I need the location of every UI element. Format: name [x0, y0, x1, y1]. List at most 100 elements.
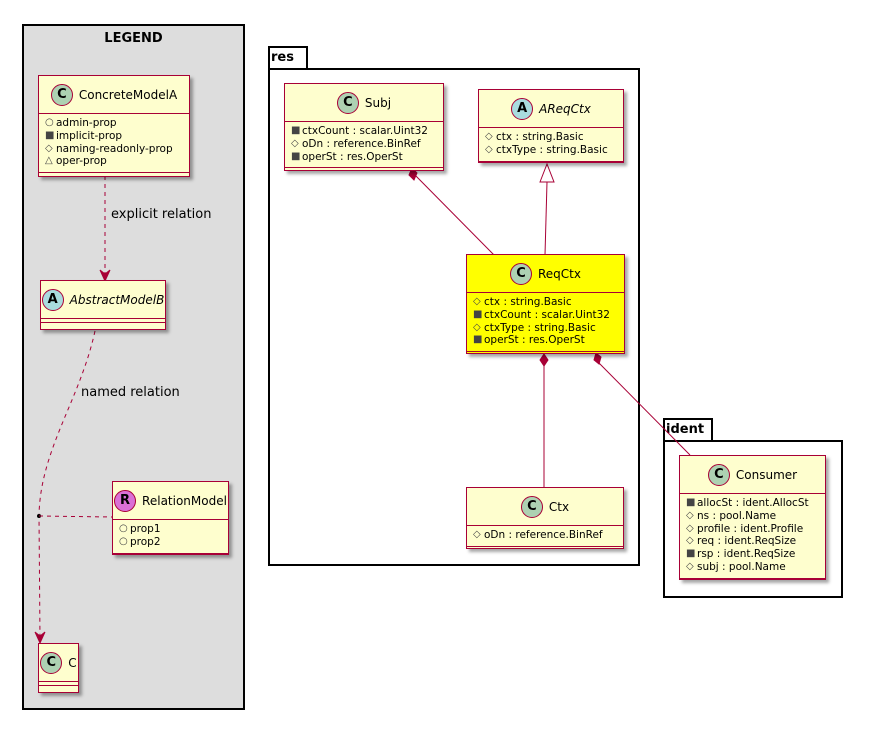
protected-visibility-icon: ◇ — [473, 296, 481, 307]
ctx-composition-diamond — [539, 353, 549, 367]
class-name: ReqCtx — [538, 266, 581, 281]
areqctx-header: A AReqCtx — [479, 90, 623, 128]
attribute-row: ■implicit-prop — [45, 130, 189, 143]
private-visibility-icon: ■ — [686, 548, 696, 560]
concrete-model-class: C ConcreteModelA ○admin-prop ■implicit-p… — [38, 75, 190, 177]
class-name: RelationModel — [142, 493, 227, 508]
class-stereotype-icon: C — [707, 463, 730, 486]
attribute-list — [41, 319, 165, 323]
protected-visibility-icon: ◇ — [45, 142, 53, 154]
protected-visibility-icon: ◇ — [686, 522, 694, 534]
attribute-row: ◇naming-readonly-prop — [45, 143, 189, 156]
subj-composition-diamond — [408, 167, 418, 181]
attribute-row: ◇oDn : reference.BinRef — [473, 529, 623, 542]
c-model-header: C C — [39, 644, 78, 682]
attribute-list: ◇ctx : string.Basic ■ctxCount : scalar.U… — [467, 293, 624, 353]
attribute-row: ○admin-prop — [45, 117, 189, 130]
attribute-row: ◇ns : pool.Name — [686, 510, 825, 523]
ctx-header: C Ctx — [467, 488, 623, 526]
named-relation-arrowhead — [34, 631, 46, 645]
method-section — [479, 162, 623, 169]
attribute-text: prop2 — [130, 535, 161, 548]
public-visibility-icon: ○ — [45, 117, 54, 128]
concrete-model-header: C ConcreteModelA — [39, 76, 189, 114]
explicit-relation-label: explicit relation — [111, 207, 212, 222]
attribute-text: prop1 — [130, 523, 161, 535]
ident-package-tab — [663, 418, 713, 442]
attribute-text: ctxCount : scalar.Uint32 — [302, 125, 428, 137]
method-section — [39, 173, 189, 180]
abstract-stereotype-icon: A — [511, 97, 534, 120]
class-name: ConcreteModelA — [78, 87, 178, 102]
attribute-text: req : ident.ReqSize — [697, 535, 797, 548]
protected-visibility-icon: ◇ — [485, 143, 493, 155]
attribute-text: operSt : res.OperSt — [302, 150, 403, 163]
protected-visibility-icon: ◇ — [473, 529, 481, 540]
class-name: C — [68, 655, 77, 670]
subj-reqctx-link — [411, 171, 495, 256]
abstract-model-class: A AbstractModelB — [40, 280, 166, 330]
ident-package — [663, 440, 843, 598]
attribute-text: naming-readonly-prop — [56, 142, 173, 155]
attribute-row: ◇subj : pool.Name — [686, 561, 825, 574]
protected-visibility-icon: ◇ — [686, 560, 694, 572]
class-name: AReqCtx — [539, 101, 591, 116]
protected-visibility-icon: ◇ — [485, 131, 493, 142]
attribute-text: admin-prop — [56, 117, 117, 129]
public-visibility-icon: ○ — [119, 535, 128, 547]
attribute-row: ■rsp : ident.ReqSize — [686, 548, 825, 561]
attribute-text: profile : ident.Profile — [697, 522, 804, 535]
areqctx-class: A AReqCtx ◇ctx : string.Basic ◇ctxType :… — [478, 89, 624, 163]
method-section — [680, 579, 825, 586]
attribute-text: oDn : reference.BinRef — [302, 137, 421, 150]
protected-visibility-icon: ◇ — [686, 535, 694, 547]
private-visibility-icon: ■ — [473, 308, 483, 320]
private-visibility-icon: ■ — [291, 125, 301, 136]
attribute-list: ○prop1 ○prop2 — [113, 520, 228, 554]
attribute-row: △oper-prop — [45, 155, 189, 168]
attribute-list: ■ctxCount : scalar.Uint32 ◇oDn : referen… — [285, 122, 443, 169]
private-visibility-icon: ■ — [291, 150, 301, 162]
attribute-row: ■ctxCount : scalar.Uint32 — [291, 125, 443, 138]
class-stereotype-icon: C — [520, 495, 543, 518]
package-visibility-icon: △ — [45, 155, 53, 167]
subj-header: C Subj — [285, 84, 443, 122]
attribute-text: rsp : ident.ReqSize — [697, 548, 796, 561]
private-visibility-icon: ■ — [686, 497, 696, 508]
method-section — [39, 686, 78, 693]
attribute-text: oper-prop — [56, 155, 107, 168]
subj-class: C Subj ■ctxCount : scalar.Uint32 ◇oDn : … — [284, 83, 444, 171]
protected-visibility-icon: ◇ — [686, 509, 694, 521]
method-section — [467, 547, 623, 554]
res-package-tab — [268, 46, 308, 70]
c-model-class: C C — [38, 643, 79, 693]
method-section — [285, 168, 443, 175]
reqctx-class: C ReqCtx ◇ctx : string.Basic ■ctxCount :… — [466, 254, 625, 354]
attribute-text: operSt : res.OperSt — [484, 334, 585, 347]
class-stereotype-icon: C — [336, 91, 359, 114]
legend-title: LEGEND — [104, 31, 163, 46]
res-package-title: res — [271, 50, 294, 65]
attribute-row: ◇ctxType : string.Basic — [473, 322, 624, 335]
attribute-list: ■allocSt : ident.AllocSt ◇ns : pool.Name… — [680, 494, 825, 579]
attribute-text: oDn : reference.BinRef — [484, 529, 603, 541]
reqctx-header: C ReqCtx — [467, 255, 624, 293]
method-section — [41, 323, 165, 330]
consumer-header: C Consumer — [680, 456, 825, 494]
class-stereotype-icon: C — [50, 83, 73, 106]
attribute-row: ◇profile : ident.Profile — [686, 523, 825, 536]
protected-visibility-icon: ◇ — [473, 321, 481, 333]
consumer-class: C Consumer ■allocSt : ident.AllocSt ◇ns … — [679, 455, 826, 580]
attribute-row: ◇ctx : string.Basic — [485, 131, 623, 144]
attribute-row: ■operSt : res.OperSt — [291, 151, 443, 164]
attribute-list: ○admin-prop ■implicit-prop ◇naming-reado… — [39, 114, 189, 174]
attribute-text: ctxCount : scalar.Uint32 — [484, 308, 610, 321]
consumer-composition-diamond — [593, 352, 602, 365]
inheritance-line — [544, 181, 548, 256]
public-visibility-icon: ○ — [119, 523, 128, 534]
attribute-row: ■allocSt : ident.AllocSt — [686, 497, 825, 510]
attribute-row: ◇ctx : string.Basic — [473, 296, 624, 309]
inheritance-arrowhead — [539, 162, 555, 183]
attribute-list — [39, 682, 78, 686]
